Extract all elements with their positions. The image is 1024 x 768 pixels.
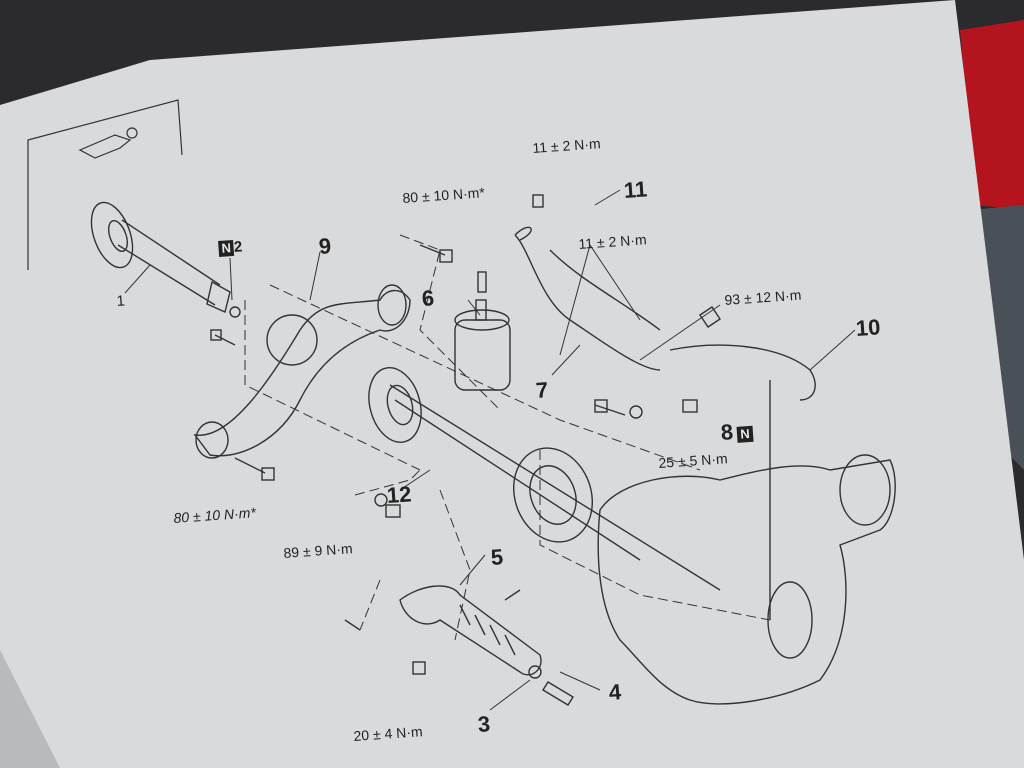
inset-frame [27,99,183,270]
callout-8: 8 [720,419,734,445]
badge-n-icon: N [736,425,754,443]
badge-n-icon: N [218,239,235,257]
breather-pipe-part [669,344,816,401]
callout-5: 5 [490,544,504,570]
callout-3: 3 [477,711,491,737]
assembly-dashed-lines [244,234,771,641]
transfer-case-part [597,380,896,705]
callout-7: 7 [535,377,549,403]
callout-9: 9 [318,233,332,259]
red-object [960,20,1024,210]
housing-flange-part [512,447,594,543]
exploded-diagram [90,189,896,711]
callout-1: 1 [116,292,126,310]
leader-lines [124,189,856,711]
callout-12: 12 [386,481,413,508]
callout-11: 11 [623,176,648,203]
bolt-group [210,194,698,706]
callout-6: 6 [421,285,435,311]
mounting-member-part [193,284,411,459]
callout-2: 2 [233,238,243,256]
propeller-shaft [389,384,721,591]
axle-shaft-part [90,201,241,318]
flange-bearing-part [368,367,422,443]
boot-part [399,585,542,676]
callout-10: 10 [855,314,882,341]
callout-4: 4 [608,679,622,705]
